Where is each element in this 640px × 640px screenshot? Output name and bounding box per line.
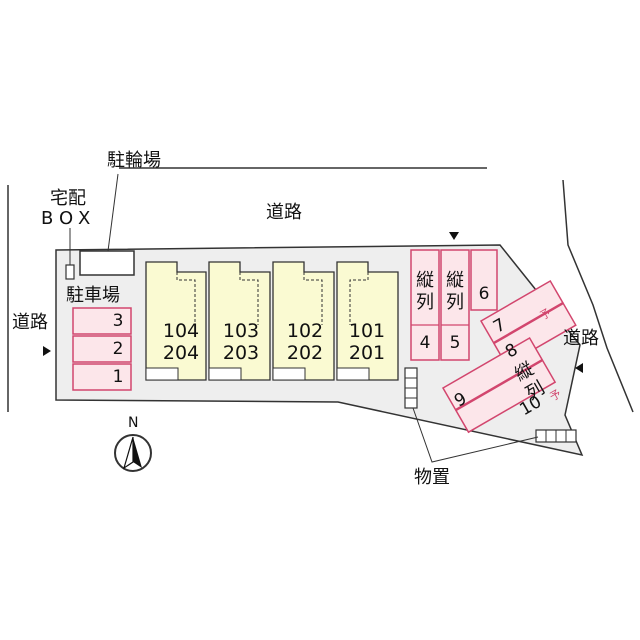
unit-103-203 [208,261,271,381]
north-compass [114,434,152,472]
parking-space-3 [72,307,132,335]
unit-number-203: 203 [222,342,260,364]
delivery-box [65,264,75,280]
parking-space-4 [410,249,440,361]
delivery-box-label-line1: 宅配 [50,188,86,209]
parking-number-2: 2 [112,339,124,359]
parking-space-6 [470,249,498,311]
unit-number-101: 101 [348,320,386,342]
delivery-box-label-line2: BOX [41,208,97,229]
entrance-arrow-top [449,232,459,240]
unit-number-201: 201 [348,342,386,364]
bicycle-parking-area [79,250,135,276]
parking-space-9-10 [441,336,557,434]
unit-101-201 [336,261,399,381]
storage-leader [412,407,539,463]
storage-shed-b [535,429,577,443]
road-label-left: 道路 [12,312,48,333]
unit-number-204: 204 [162,342,200,364]
parking-space-1 [72,363,132,391]
car-parking-label: 駐車場 [66,285,120,306]
unit-104-204 [145,261,207,381]
storage-label: 物置 [414,467,450,488]
parking-number-5: 5 [449,333,461,353]
parking-space-2 [72,335,132,363]
unit-number-202: 202 [286,342,324,364]
entrance-arrow-left [43,346,51,356]
road-label-right: 道路 [563,328,599,349]
tandem-label-5: 縦列 [446,270,464,313]
bicycle-parking-label: 駐輪場 [107,150,161,171]
unit-102-202 [272,261,335,381]
unit-number-103: 103 [222,320,260,342]
unit-number-102: 102 [286,320,324,342]
parking-number-6: 6 [478,284,490,304]
tandem-label-4: 縦列 [416,270,434,313]
road-label-top: 道路 [266,202,302,223]
bicycle-parking-leader [107,173,119,252]
unit-number-104: 104 [162,320,200,342]
parking-number-4: 4 [419,333,431,353]
parking-number-3: 3 [112,311,124,331]
road-edge-right [562,179,634,413]
storage-shed-a [404,367,418,409]
parking-number-1: 1 [112,367,124,387]
parking-space-5 [440,249,470,361]
north-label: N [128,415,139,431]
entrance-arrow-right [575,363,583,373]
